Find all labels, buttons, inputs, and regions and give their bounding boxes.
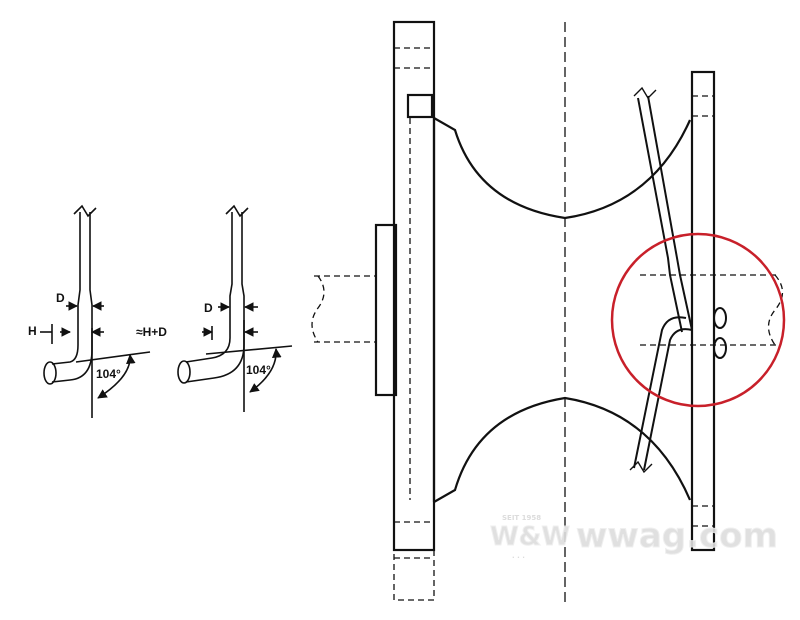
watermark-small-top: SEIT 1958	[502, 514, 541, 522]
watermark-logo: W&W	[490, 522, 570, 552]
label-h-left: H	[28, 324, 37, 338]
hub-spokes	[629, 86, 727, 474]
label-d-left: D	[56, 291, 65, 305]
spoke-detail-left	[40, 204, 151, 418]
spoke-head-right	[177, 360, 191, 384]
watermark-small-bottom: · · ·	[512, 554, 525, 562]
hub-cross-section	[374, 20, 716, 552]
spoke-detail-right	[177, 204, 293, 412]
label-d-right: D	[204, 301, 213, 315]
hub-flange-left	[392, 20, 436, 552]
hub-flange-right	[690, 70, 716, 552]
angle-arc-left	[97, 354, 136, 399]
watermark: SEIT 1958 W&W · · · wwag.com	[490, 514, 779, 562]
hidden-lines	[311, 22, 784, 605]
spoke-shaft-left	[51, 212, 93, 383]
hub-spoke-upper	[637, 95, 693, 333]
label-angle-left: 104°	[96, 367, 121, 381]
spoke-break-right	[225, 204, 249, 218]
hub-axle-boss	[374, 223, 398, 397]
detail-highlight-circle	[610, 232, 786, 408]
angle-arc-right	[249, 348, 282, 393]
watermark-site: wwag.com	[576, 516, 778, 556]
hub-spoke-lower	[633, 316, 693, 471]
label-h-plus-d-right: ≈H+D	[136, 325, 167, 339]
spoke-nipple-lower	[713, 337, 727, 359]
hub-spoke-seat	[406, 93, 434, 119]
spoke-break-left	[73, 204, 97, 218]
spoke-nipple-upper	[713, 307, 727, 329]
spoke-shaft-right	[185, 212, 245, 383]
hub-body-bottom	[433, 396, 692, 503]
spoke-head-left	[43, 361, 57, 385]
label-angle-right: 104°	[246, 363, 271, 377]
